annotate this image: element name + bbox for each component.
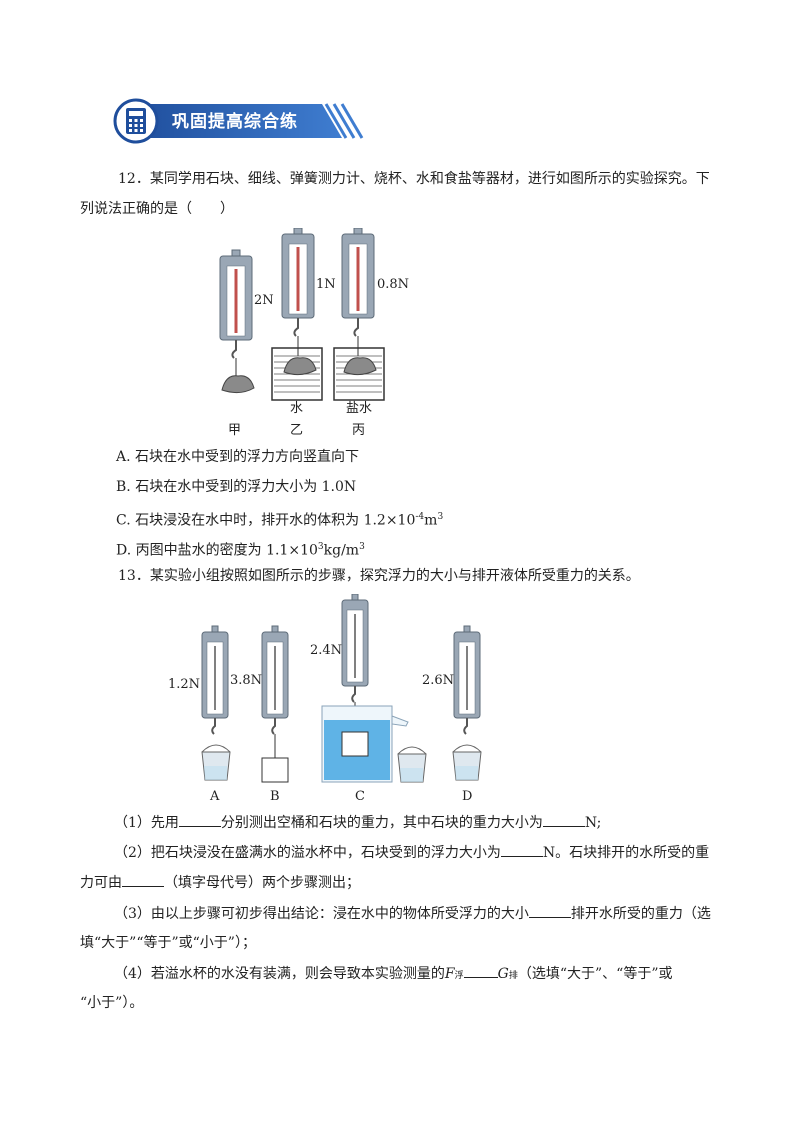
q13-stem: 13．某实验小组按照如图所示的步骤，探究浮力的大小与排开液体所受重力的关系。 — [118, 568, 640, 584]
beaker-saltwater — [333, 347, 385, 401]
step-b — [261, 625, 289, 783]
q13-part4-cont: “小于”）。 — [80, 995, 144, 1011]
spring-scale-bing — [333, 228, 385, 401]
label-jia: 甲 — [228, 423, 241, 438]
blank-5[interactable] — [528, 903, 571, 918]
q12-option-c: C. 石块浸没在水中时，排开水的体积为 1.2×10-4m3 — [116, 512, 444, 529]
reading-bing: 0.8N — [377, 277, 409, 292]
liquid-saltwater: 盐水 — [346, 401, 372, 416]
label-c: C — [355, 789, 365, 804]
section-banner: 巩固提高综合练 — [112, 98, 372, 144]
q12-option-b: B. 石块在水中受到的浮力大小为 1.0N — [116, 479, 357, 495]
step-c — [321, 594, 427, 783]
q12-figure: 2N 1N 0.8N 水 盐水 甲 乙 丙 — [219, 228, 409, 438]
q12-option-d: D. 丙图中盐水的密度为 1.1×103kg/m3 — [116, 542, 365, 559]
blank-2[interactable] — [542, 812, 585, 827]
reading-jia: 2N — [254, 293, 274, 308]
beaker-water — [271, 347, 323, 401]
reading-yi: 1N — [316, 277, 336, 292]
section-title: 巩固提高综合练 — [172, 112, 298, 132]
blank-1[interactable] — [178, 812, 221, 827]
label-bing: 丙 — [352, 423, 365, 438]
step-a — [201, 625, 231, 781]
q13-part3-cont: 填“大于”“等于”或“小于”）； — [80, 935, 256, 951]
q12-stem-line2: 列说法正确的是（ ） — [80, 201, 234, 217]
liquid-water: 水 — [290, 401, 303, 416]
q12-option-a: A. 石块在水中受到的浮力方向竖直向下 — [116, 449, 360, 465]
q13-figure: 1.2N 3.8N 2.4N 2.6N A B C D — [168, 594, 482, 804]
calculator-icon — [126, 108, 146, 134]
reading-d: 2.6N — [422, 673, 454, 688]
blank-4[interactable] — [122, 872, 164, 887]
reading-b: 3.8N — [230, 673, 262, 688]
spring-scale-yi — [271, 228, 323, 401]
banner-graphic — [113, 98, 364, 144]
label-b: B — [270, 789, 280, 804]
reading-c: 2.4N — [310, 643, 342, 658]
label-a: A — [209, 789, 220, 804]
blank-6[interactable] — [463, 963, 498, 978]
q13-part2-cont: 力可由（填字母代号）两个步骤测出； — [80, 872, 360, 893]
step-d — [452, 625, 482, 781]
q13-part3: （3）由以上步骤可初步得出结论：浸在水中的物体所受浮力的大小排开水所受的重力（选 — [114, 903, 711, 924]
stone-block — [261, 757, 289, 783]
blank-3[interactable] — [500, 842, 543, 857]
q12-stem-line1: 12．某同学用石块、细线、弹簧测力计、烧杯、水和食盐等器材，进行如图所示的实验探… — [118, 171, 710, 187]
spring-scale-jia — [219, 249, 255, 394]
label-d: D — [462, 789, 472, 804]
label-yi: 乙 — [290, 423, 303, 438]
reading-a: 1.2N — [168, 677, 200, 692]
